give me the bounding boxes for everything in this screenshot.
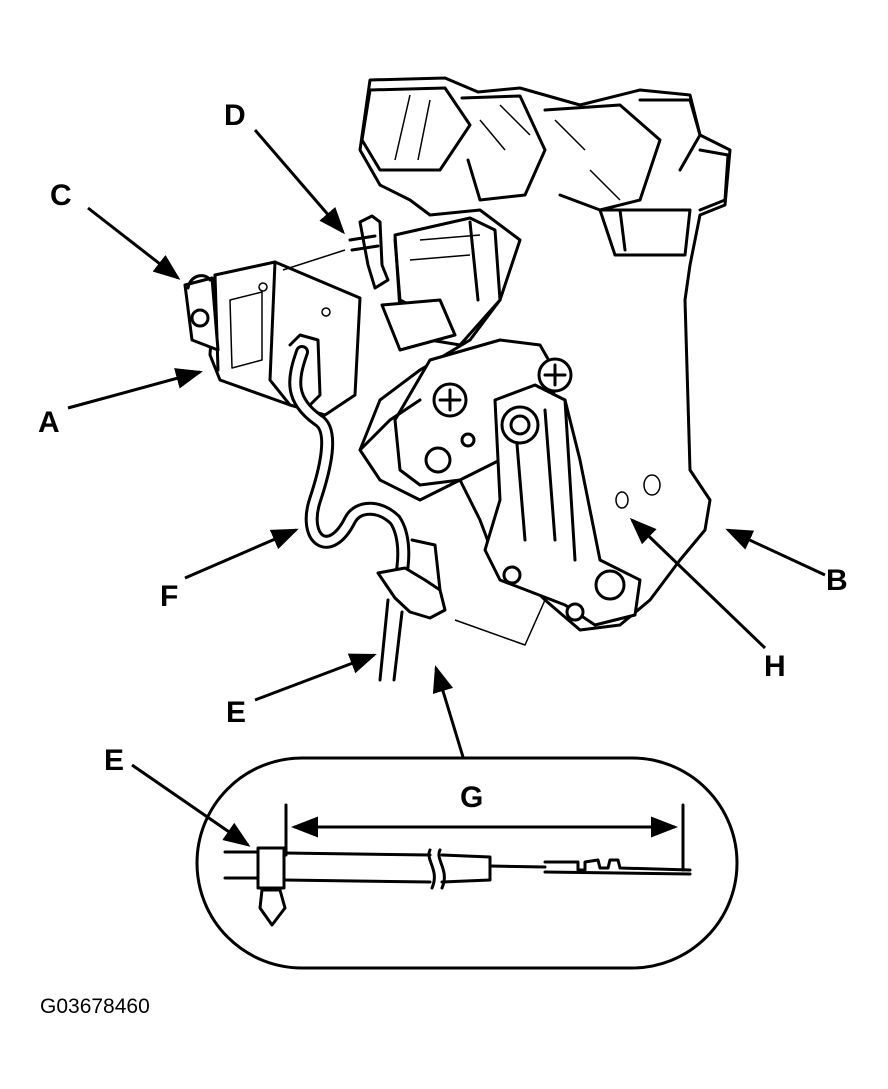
actuator-cable — [282, 249, 546, 682]
figure-id: G03678460 — [40, 995, 150, 1018]
retainer-clip — [348, 214, 390, 290]
arrow-b — [725, 528, 826, 577]
actuator-motor — [183, 260, 362, 417]
callout-a: A — [38, 406, 60, 439]
callout-c: C — [50, 179, 72, 212]
leader-arrows — [67, 129, 826, 847]
arrow-e — [254, 653, 377, 702]
callout-g: G — [460, 781, 483, 814]
arrow-h — [629, 517, 767, 650]
arrow-e-detail — [131, 763, 251, 847]
cable-length-detail — [195, 756, 739, 970]
callout-e-detail: E — [104, 744, 124, 777]
arrow-d — [253, 129, 345, 235]
callout-d: D — [224, 99, 246, 132]
callout-e: E — [226, 696, 246, 729]
callout-b: B — [826, 564, 848, 597]
arrow-f — [184, 528, 299, 580]
heater-housing — [358, 76, 732, 632]
arrow-c — [87, 206, 181, 280]
callout-f: F — [160, 580, 178, 613]
callout-h: H — [764, 650, 786, 683]
arrow-g — [432, 665, 465, 758]
arrow-a — [67, 368, 203, 410]
